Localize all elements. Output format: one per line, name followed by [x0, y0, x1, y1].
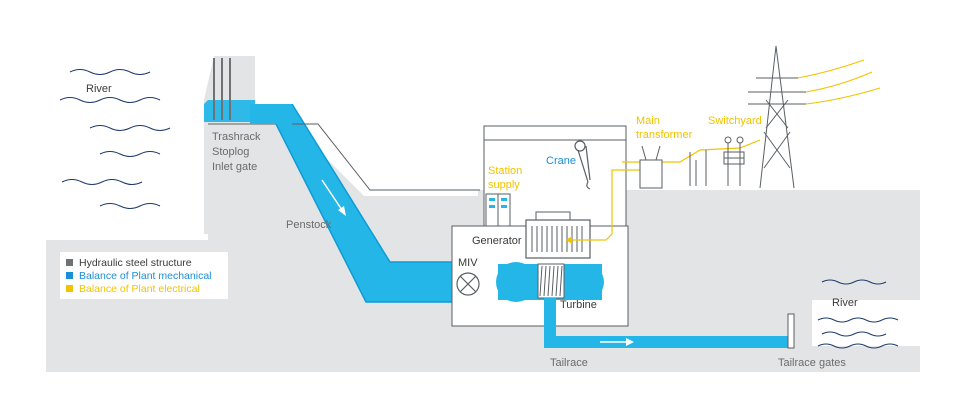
label-tailrace-gates: Tailrace gates: [778, 357, 846, 369]
label-main-transformer-2: transformer: [636, 129, 693, 141]
miv-valve-icon: [456, 272, 480, 296]
flow-arrow-icon: [566, 236, 572, 244]
legend-item-hydraulic-steel: Hydraulic steel structure: [66, 256, 222, 269]
legend: Hydraulic steel structure Balance of Pla…: [60, 252, 228, 299]
label-tailrace: Tailrace: [550, 357, 588, 369]
legend-label: Balance of Plant electrical: [79, 282, 200, 295]
switchyard-icon: [689, 136, 745, 186]
label-station-supply-1: Station: [488, 165, 522, 177]
legend-swatch: [66, 285, 73, 292]
turbine-icon: [496, 262, 604, 302]
label-stoplog: Stoplog: [212, 146, 249, 158]
legend-swatch: [66, 272, 73, 279]
label-crane: Crane: [546, 155, 576, 167]
label-trashrack: Trashrack: [212, 131, 261, 143]
label-switchyard: Switchyard: [708, 115, 762, 127]
tailrace-gate-icon: [787, 313, 795, 349]
label-station-supply-2: supply: [488, 179, 520, 191]
legend-label: Hydraulic steel structure: [79, 256, 192, 269]
label-inlet-gate: Inlet gate: [212, 161, 257, 173]
label-miv: MIV: [458, 257, 478, 269]
station-supply-icon: [485, 193, 511, 227]
flow-arrow-icon: [626, 338, 634, 346]
power-pylon-icon: [748, 45, 806, 189]
flow-arrow-icon: [338, 206, 346, 216]
crane-icon: [574, 140, 591, 190]
label-river-lower: River: [832, 297, 858, 309]
reservoir-sky: [40, 40, 208, 240]
generator-icon: [525, 211, 591, 259]
legend-item-bop-electrical: Balance of Plant electrical: [66, 282, 222, 295]
penstock: [250, 103, 462, 303]
upper-river-waves: [59, 68, 171, 210]
label-turbine: Turbine: [560, 299, 597, 311]
transformer-icon: [639, 145, 663, 189]
label-penstock: Penstock: [286, 219, 332, 231]
access-tunnel: [292, 123, 480, 191]
power-lines: [797, 59, 881, 105]
label-generator: Generator: [472, 235, 522, 247]
label-river-upper: River: [86, 83, 112, 95]
legend-item-bop-mechanical: Balance of Plant mechanical: [66, 269, 222, 282]
lower-river: [812, 279, 920, 349]
tailrace: [544, 298, 795, 349]
label-main-transformer-1: Main: [636, 115, 660, 127]
legend-swatch: [66, 259, 73, 266]
legend-label: Balance of Plant mechanical: [79, 269, 212, 282]
